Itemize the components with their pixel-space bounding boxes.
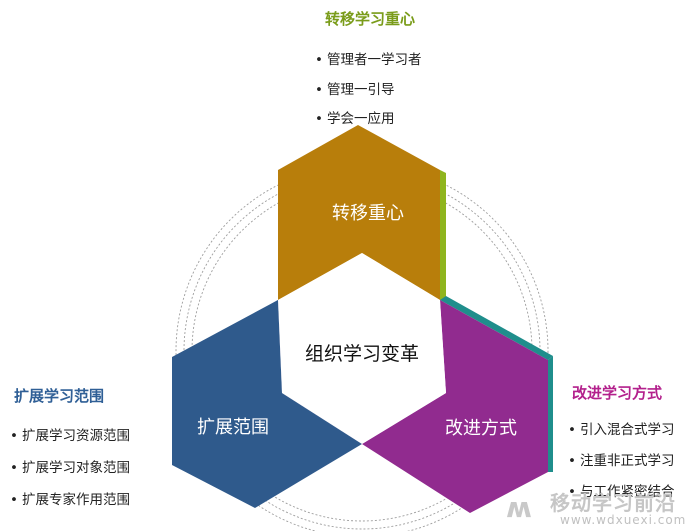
center-hexagon xyxy=(278,253,446,444)
left-group-list: 扩展学习资源范围 扩展学习对象范围 扩展专家作用范围 xyxy=(10,420,130,516)
top-group-list: 管理者一学习者 管理一引导 学会一应用 xyxy=(315,46,422,135)
watermark: ʍ 移动学习前沿 www.wdxuexi.com xyxy=(506,485,696,531)
watermark-url: www.wdxuexi.com xyxy=(560,513,687,527)
top-segment-edge xyxy=(440,170,446,302)
list-item: 管理一引导 xyxy=(315,76,421,106)
center-label: 组织学习变革 xyxy=(305,343,419,365)
list-item: 扩展学习资源范围 xyxy=(10,420,130,452)
top-segment[interactable] xyxy=(278,125,440,300)
list-item: 扩展学习对象范围 xyxy=(10,452,130,484)
left-segment-label: 扩展范围 xyxy=(197,417,269,438)
left-group-heading: 扩展学习范围 xyxy=(14,387,105,405)
right-segment-edge xyxy=(440,296,553,360)
right-segment-label: 改进方式 xyxy=(445,418,517,439)
list-item: 与工作紧密结合 xyxy=(568,477,675,508)
list-item: 扩展专家作用范围 xyxy=(10,484,130,516)
watermark-logo-icon: ʍ xyxy=(506,491,532,524)
right-segment-edge-2 xyxy=(548,356,553,472)
list-item: 注重非正式学习 xyxy=(568,446,675,477)
right-group-heading: 改进学习方式 xyxy=(572,384,663,402)
list-item: 引入混合式学习 xyxy=(568,415,675,446)
top-segment-label: 转移重心 xyxy=(332,203,404,224)
right-group-list: 引入混合式学习 注重非正式学习 与工作紧密结合 xyxy=(568,415,675,508)
left-segment[interactable] xyxy=(172,300,362,508)
list-item: 管理者一学习者 xyxy=(315,46,422,76)
list-item: 学会一应用 xyxy=(315,105,421,135)
right-segment[interactable] xyxy=(362,300,548,513)
top-group-heading: 转移学习重心 xyxy=(324,10,415,28)
watermark-name: 移动学习前沿 xyxy=(550,491,676,515)
